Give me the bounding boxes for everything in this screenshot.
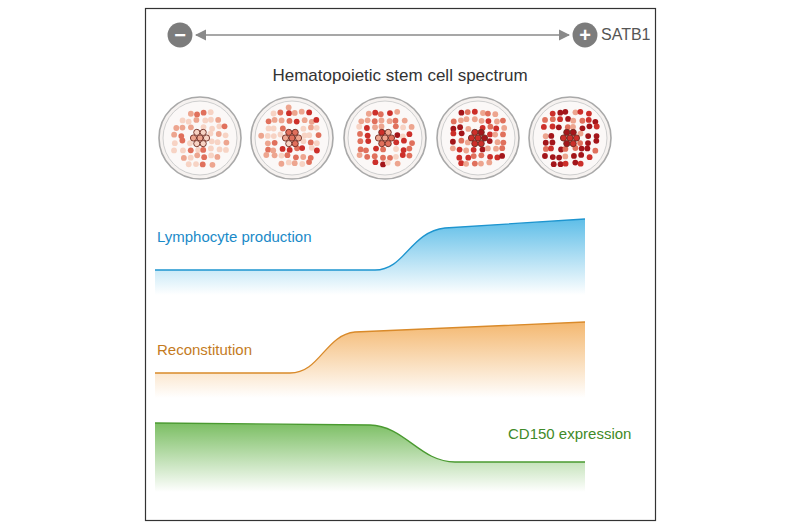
axis-label: SATB1 <box>601 26 651 44</box>
petri-dish <box>344 97 426 179</box>
title: Hematopoietic stem cell spectrum <box>272 66 527 86</box>
petri-dish <box>529 97 611 179</box>
reconstitution-curve <box>155 322 585 373</box>
sign-circle: − <box>167 22 193 48</box>
lymphocyte-area <box>155 219 585 295</box>
petri-dish <box>251 97 333 179</box>
curve-label: CD150 expression <box>508 425 631 442</box>
double-arrow <box>196 34 569 36</box>
curve-label: Reconstitution <box>157 341 252 358</box>
reconstitution-area <box>155 322 585 398</box>
petri-dish <box>159 97 241 179</box>
frame <box>146 9 656 521</box>
sign-circle: + <box>572 22 598 48</box>
lymphocyte-curve <box>155 219 585 270</box>
petri-dishes <box>159 97 611 179</box>
curve-label: Lymphocyte production <box>157 228 312 245</box>
sign-symbol: − <box>174 25 186 45</box>
sign-symbol: + <box>579 25 591 45</box>
petri-dish <box>437 97 519 179</box>
